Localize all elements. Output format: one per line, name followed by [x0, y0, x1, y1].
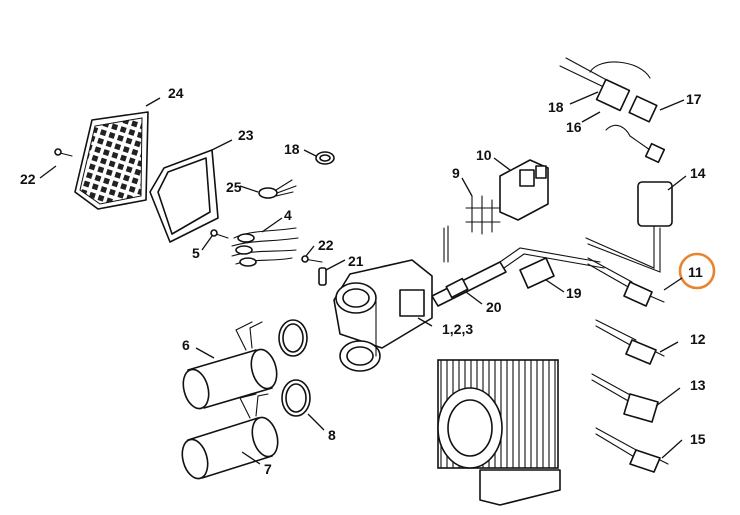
callout-5: 5: [192, 245, 200, 261]
wire-connector-part: [258, 179, 297, 199]
connecting-rod-part: [431, 261, 507, 307]
callout-23: 23: [238, 127, 254, 143]
capacitor-part: [181, 393, 279, 480]
power-cord-part: [595, 319, 665, 365]
callout-4: 4: [284, 207, 292, 223]
grille-cover-part: [74, 111, 149, 210]
motor-part: [437, 359, 561, 506]
callout-16: 16: [566, 119, 582, 135]
callout-25: 25: [226, 179, 242, 195]
hose-clamp-part: [315, 151, 335, 165]
callout-17: 17: [686, 91, 702, 107]
wire-harness-part: [231, 227, 299, 267]
callout-20: 20: [486, 299, 502, 315]
callout-22b: 22: [318, 237, 334, 253]
callout-6: 6: [182, 337, 190, 353]
plug-assembly-part: [559, 57, 666, 164]
screw-part: [54, 148, 73, 157]
power-cord-part: [587, 257, 665, 307]
motor-housing-part: [333, 259, 433, 372]
callout-24: 24: [168, 85, 184, 101]
leader-lines: [39, 91, 687, 465]
capacitor-part: [182, 321, 278, 410]
terminal-plate-part: [318, 267, 327, 286]
power-cord-part: [591, 373, 659, 423]
screw-part: [301, 255, 323, 263]
cable-part: [499, 247, 605, 289]
switch-part: [499, 159, 549, 221]
callout-9: 9: [452, 165, 460, 181]
power-cord-part: [595, 427, 669, 473]
callout-8: 8: [328, 427, 336, 443]
callout-10: 10: [476, 147, 492, 163]
callout-7: 7: [264, 461, 272, 477]
callout-13: 13: [690, 377, 706, 393]
callout-19: 19: [566, 285, 582, 301]
callout-14: 14: [690, 165, 706, 181]
switch-bracket-part: [465, 195, 501, 235]
highlighted-callout-11[interactable]: 11: [663, 252, 716, 291]
gasket-part: [149, 149, 219, 243]
callout-1-2-3: 1,2,3: [442, 321, 473, 337]
power-plug-part: [585, 181, 673, 273]
highlight-ring: [678, 252, 716, 290]
callout-18: 18: [284, 141, 300, 157]
callout-18b: 18: [548, 99, 564, 115]
callout-22: 22: [20, 171, 36, 187]
callout-12: 12: [690, 331, 706, 347]
callout-21: 21: [348, 253, 364, 269]
callout-15: 15: [690, 431, 706, 447]
screw-part: [210, 229, 229, 239]
callout-11: 11: [688, 264, 703, 280]
o-ring-part: [278, 319, 311, 417]
